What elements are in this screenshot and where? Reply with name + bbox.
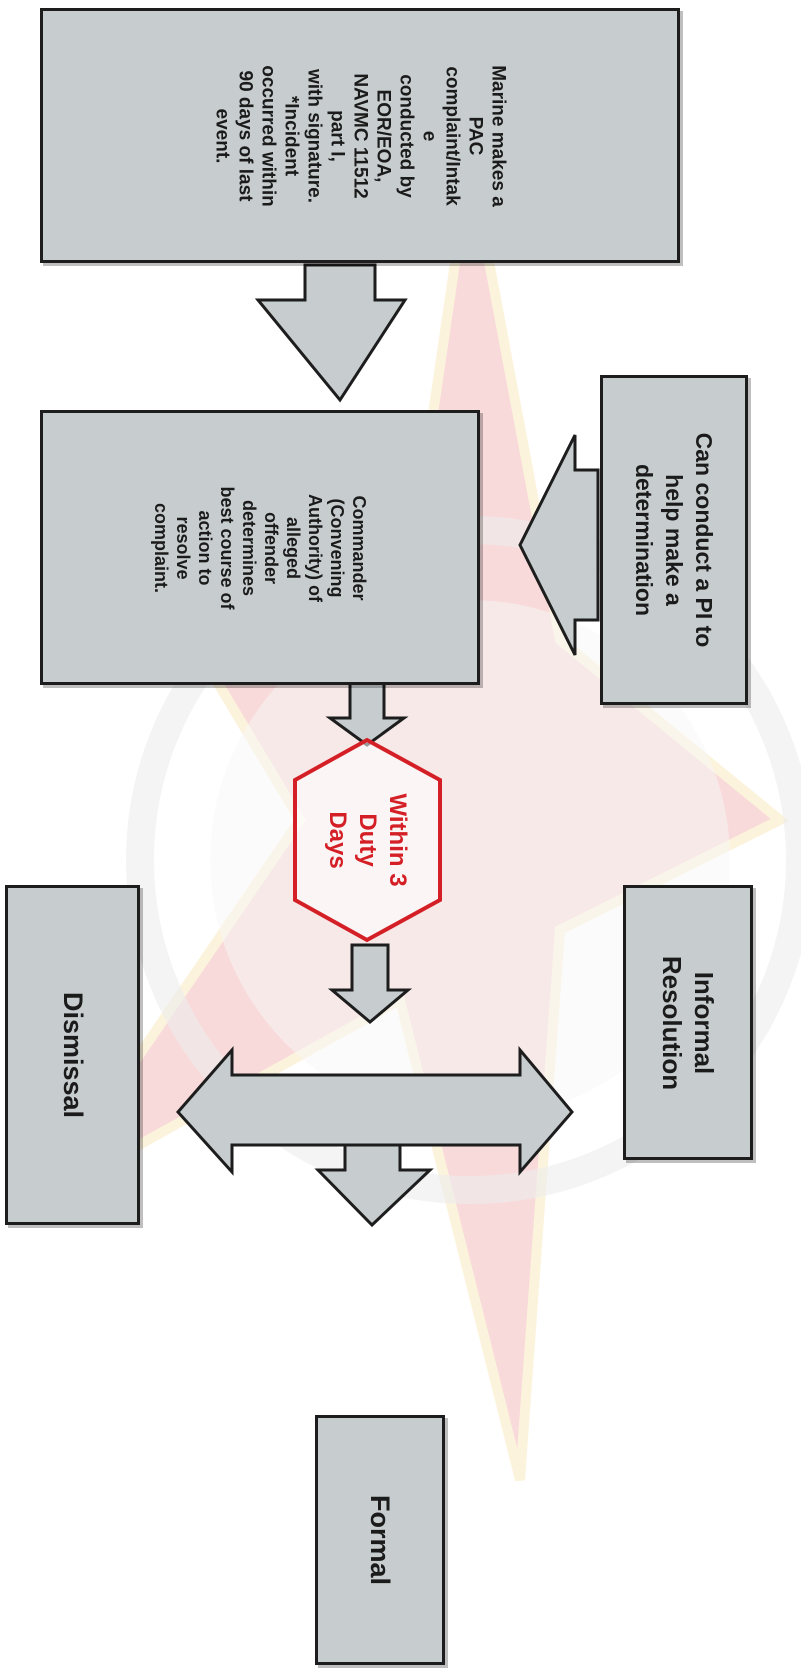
timeframe-text: Within 3 Duty Days (324, 793, 411, 887)
intake-box: Marine makes a PAC complaint/Intak e con… (40, 8, 680, 263)
arrow-down-formal (314, 1143, 434, 1228)
arrow-left-pi (518, 434, 600, 656)
commander-text: Commander (Convening Authority) of alleg… (151, 485, 369, 610)
formal-text: Formal (365, 1494, 395, 1586)
pi-text: Can conduct a PI to help make a determin… (631, 432, 717, 648)
formal-box: Formal (315, 1415, 445, 1665)
informal-box: Informal Resolution (623, 885, 753, 1160)
arrow-down-intake (254, 263, 408, 403)
arrow-double-horizontal (175, 1045, 574, 1177)
arrow-down-commander (325, 678, 409, 747)
timeframe-hexagon (293, 737, 442, 943)
informal-text: Informal Resolution (657, 955, 719, 1090)
pi-box: Can conduct a PI to help make a determin… (600, 375, 748, 705)
arrow-down-hexagon (327, 943, 413, 1024)
commander-box: Commander (Convening Authority) of alleg… (40, 410, 480, 685)
intake-text: Marine makes a PAC complaint/Intak e con… (211, 64, 509, 207)
dismissal-text: Dismissal (57, 991, 88, 1119)
dismissal-box: Dismissal (5, 885, 140, 1225)
